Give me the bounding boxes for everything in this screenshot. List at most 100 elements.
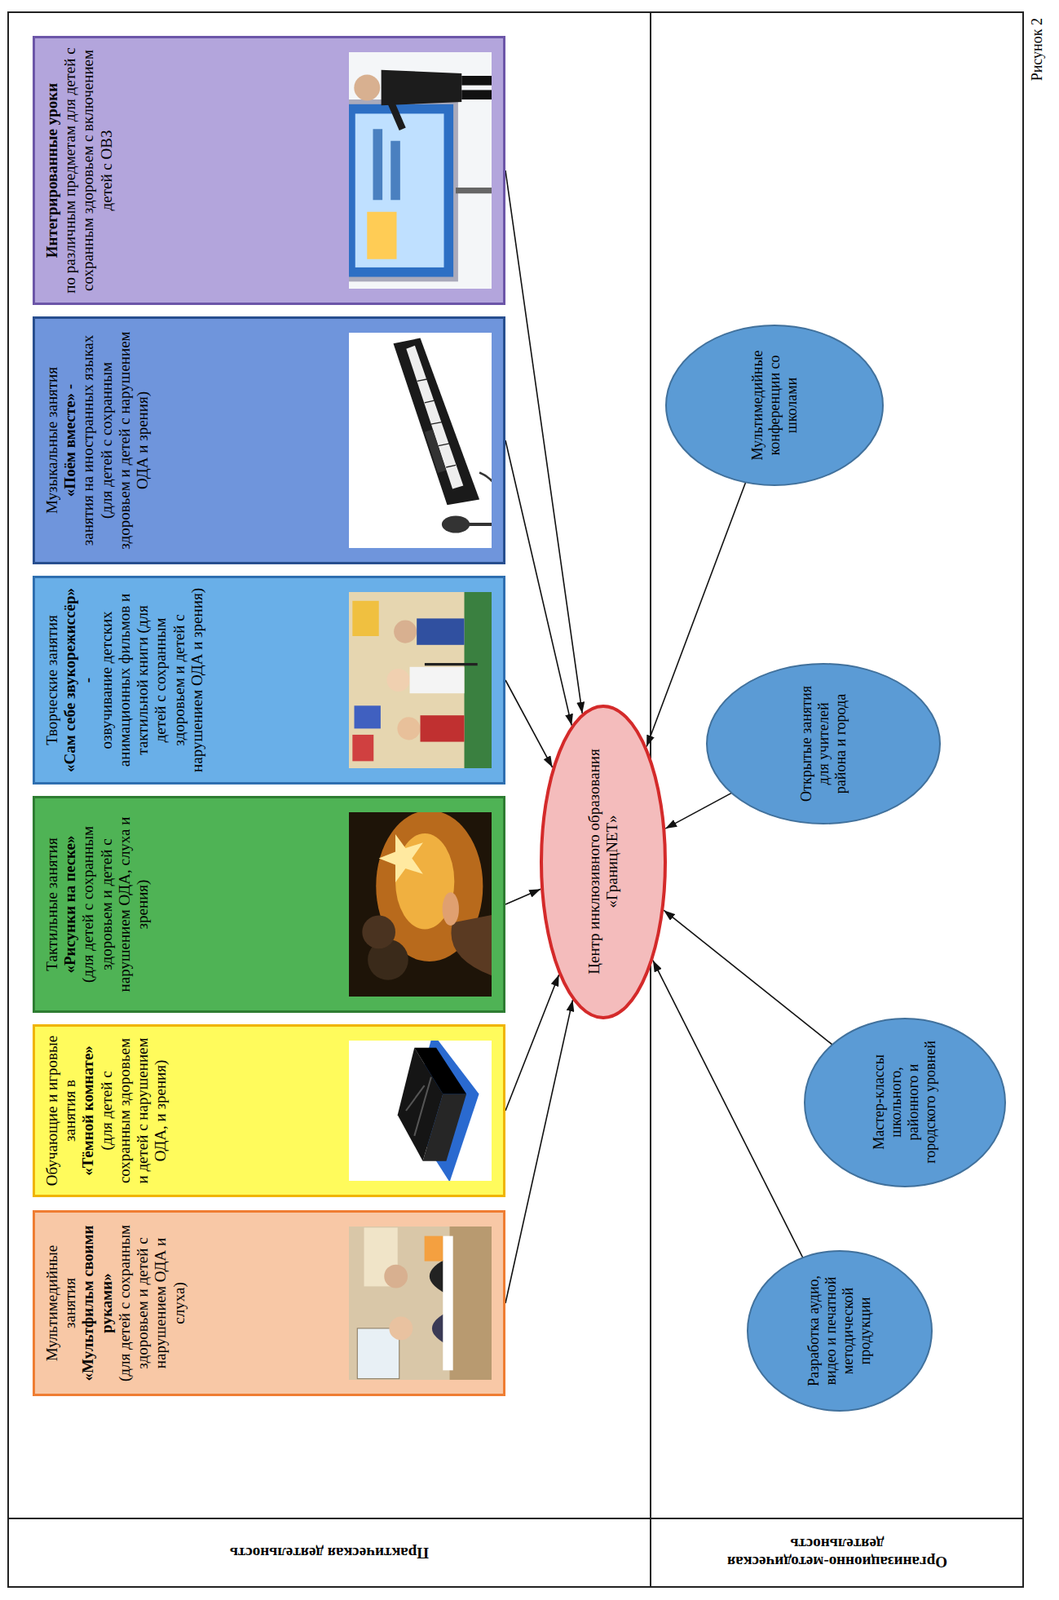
drawing-part: [348, 52, 492, 289]
drawing-part: [450, 1226, 492, 1380]
node-text: «Мультфильм своими руками»: [79, 1220, 115, 1386]
node-text: Открытые занятия для учителей района и г…: [798, 684, 850, 803]
node-text: Разработка аудио, видео и печатной метод…: [805, 1271, 874, 1390]
drawing-part: [438, 443, 450, 446]
text-group: Тактильные занятия«Рисунки на песке»(для…: [35, 798, 157, 1011]
node-text: озвучивание детских анимационных фильмов…: [97, 586, 207, 774]
drawing-part: [390, 141, 401, 201]
activity-box: Обучающие и игровые занятия в«Тёмной ком…: [32, 1023, 506, 1197]
ellipse-shape: [745, 1248, 934, 1412]
arrow-connector: [505, 170, 583, 714]
node-text: (для детей с сохранным здоровьем и детей…: [115, 1220, 189, 1386]
drawing-part: [373, 128, 384, 200]
ellipse-outline: [747, 1250, 932, 1411]
drawing-part: [464, 591, 493, 768]
photo-illustration: [348, 332, 492, 548]
drawing-part: [352, 734, 374, 761]
drawing-part: [479, 472, 492, 525]
text-group: Мультимедийные занятия«Мультфильм своими…: [35, 1212, 194, 1394]
drawing-part: [414, 1047, 467, 1095]
column-line: [8, 1517, 1024, 1519]
photo-illustration: [348, 811, 492, 997]
drawing-part: [424, 428, 446, 473]
activity-box: Творческие занятия«Сам себе звукорежиссё…: [32, 575, 506, 785]
node-text: Музыкальные занятия: [43, 326, 62, 554]
drawing-part: [417, 379, 429, 382]
node-text: (для детей с сохранным здоровьем и детей…: [79, 806, 152, 1002]
drawing-part: [355, 113, 445, 268]
drawing-part: [414, 1076, 432, 1136]
arrow-connector: [505, 888, 541, 905]
text-group: Практическая деятельность: [8, 1517, 651, 1587]
node-text: Тактильные занятия: [43, 806, 62, 1002]
drawing-part: [348, 1226, 492, 1380]
node-text: по различным предметам для детей с сохра…: [61, 46, 116, 295]
drawing-part: [383, 1264, 408, 1289]
text-group: Организационно-методическая деятельность: [650, 1517, 1024, 1587]
drawing-part: [381, 70, 463, 106]
row-header-cell: Практическая деятельность: [8, 1517, 651, 1587]
drawing-part: [424, 662, 478, 666]
node-text: Центр инклюзивного образования «ГраницNE…: [585, 746, 622, 976]
node-text: Творческие занятия: [43, 586, 62, 774]
drawing-part: [431, 422, 442, 425]
node-text: Мультимедийные конференции со школами: [749, 346, 801, 464]
node-text: Мультимедийные занятия: [43, 1220, 80, 1386]
ellipse-shape: [803, 1016, 1007, 1188]
photo-illustration: [348, 52, 492, 289]
arrow-connector: [505, 974, 560, 1111]
drawing-part: [353, 75, 380, 102]
drawing-part: [450, 913, 492, 978]
node-text: Организационно-методическая деятельность: [683, 1534, 991, 1571]
drawing-part: [348, 1040, 492, 1181]
method-ellipse: Разработка аудио, видео и печатной метод…: [745, 1248, 934, 1412]
drawing-part: [420, 714, 465, 742]
row-header-cell: Организационно-методическая деятельность: [650, 1517, 1024, 1587]
arrow-connector: [505, 999, 574, 1303]
photo-illustration: [348, 591, 492, 768]
drawing-part: [393, 338, 481, 506]
drawing-part: [461, 89, 492, 100]
text-group: Разработка аудио, видео и печатной метод…: [805, 1271, 874, 1390]
arrow-connector: [505, 440, 572, 726]
ellipse-outline: [541, 706, 666, 1018]
arrow-connector: [505, 679, 553, 768]
drawing-part: [405, 1085, 425, 1111]
node-text: Интегрированные уроки: [43, 46, 62, 295]
text-group: Мастер-классы школьного, районного и гор…: [870, 1040, 940, 1164]
text-group: Музыкальные занятия«Поём вместе» -заняти…: [35, 318, 157, 562]
arrow-connector: [653, 960, 804, 1258]
drawing-part: [390, 101, 403, 129]
text-group: Открытые занятия для учителей района и г…: [798, 684, 850, 803]
drawing-part: [379, 833, 424, 883]
drawing-part: [416, 617, 464, 645]
node-text: Практическая деятельность: [40, 1543, 618, 1562]
node-text: «Тёмной комнате»: [79, 1034, 98, 1187]
drawing-part: [442, 891, 459, 926]
center-ellipse: Центр инклюзивного образования «ГраницNE…: [538, 702, 669, 1021]
arrow-connector: [663, 909, 833, 1045]
activity-box: Мультимедийные занятия«Мультфильм своими…: [32, 1209, 506, 1396]
ellipse-outline: [804, 1018, 1006, 1187]
ellipse-shape: [538, 702, 669, 1021]
drawing-part: [455, 187, 492, 194]
node-text: Обучающие и игровые занятия в: [43, 1034, 80, 1187]
drawing-part: [352, 600, 379, 636]
drawing-part: [424, 400, 435, 403]
arrow-connector: [665, 792, 732, 829]
drawing-part: [366, 211, 397, 260]
drawing-part: [445, 464, 456, 468]
method-ellipse: Мультимедийные конференции со школами: [664, 323, 885, 487]
drawing-part: [348, 101, 456, 280]
photo-illustration: [348, 1040, 492, 1181]
activity-box: Музыкальные занятия«Поём вместе» -заняти…: [32, 316, 506, 565]
node-text: «Рисунки на песке»: [61, 806, 80, 1002]
node-text: (для детей с сохранным здоровьем и детей…: [97, 1034, 171, 1187]
node-text: «Поём вместе» -: [61, 326, 80, 554]
method-ellipse: Открытые занятия для учителей района и г…: [705, 661, 942, 826]
photo-illustration: [348, 1226, 492, 1380]
activity-box: Интегрированные урокипо различным предме…: [32, 35, 506, 305]
drawing-part: [386, 668, 410, 692]
